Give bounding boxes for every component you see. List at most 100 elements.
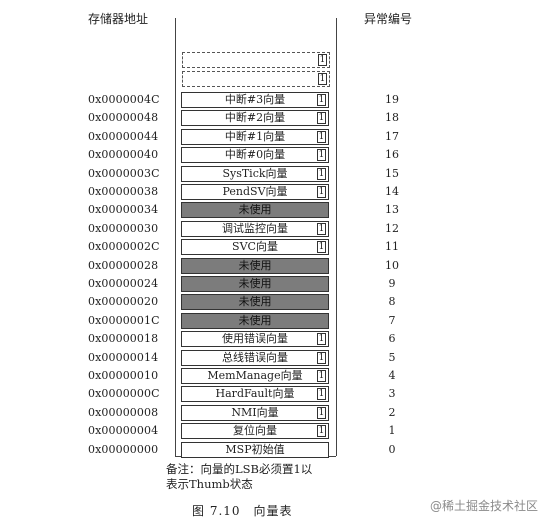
exception-number: 2 [388,405,396,419]
memory-address: 0x0000004C [88,93,160,106]
note-line-2: 表示Thumb状态 [166,477,253,491]
vector-label: NMI向量 [231,405,279,419]
watermark: @稀土掘金技术社区 [430,499,539,513]
lsb-bit-box: 1 [317,186,326,198]
exception-number: 16 [385,148,399,162]
lsb-bit-box: 1 [317,425,326,438]
vector-cell: NMI向量 1 [181,404,329,421]
vector-label: 未使用 [238,203,272,217]
vector-label: 中断#0向量 [224,148,286,162]
vector-label: 调试监控向量 [222,221,288,235]
vector-label: 总线错误向量 [222,350,288,364]
vector-row: 0x00000044 中断#1向量 1 17 [0,128,560,146]
memory-address: 0x00000008 [88,405,159,419]
vector-label: MemManage向量 [207,369,303,382]
unused-vector-cell: 未使用 [181,202,329,219]
vector-cell: 中断#0向量 1 [181,147,329,164]
exception-number: 4 [388,369,396,382]
memory-address: 0x00000048 [88,111,159,125]
vector-label: 使用错误向量 [222,332,288,346]
exception-number: 19 [385,93,399,106]
lsb-bit-box: 1 [317,333,326,346]
vector-label: PendSV向量 [222,185,288,198]
exception-number: 12 [385,221,399,235]
memory-address: 0x0000000C [88,387,160,401]
vector-cell: 使用错误向量 1 [181,331,329,348]
unused-vector-cell: 未使用 [181,257,329,274]
vector-label: 中断#1向量 [224,129,286,143]
lsb-bit-box: 1 [317,406,326,419]
vector-row: 0x00000020 未使用 8 [0,293,560,311]
vector-table-frame [175,18,337,456]
vector-row: 0x0000000C HardFault向量 1 3 [0,385,560,403]
exception-number: 17 [385,129,399,143]
figure-caption: 图 7.10 向量表 [192,504,293,518]
vector-row: 0x00000018 使用错误向量 1 6 [0,330,560,348]
unused-vector-cell: 未使用 [181,276,329,292]
exception-number: 7 [388,313,396,327]
lsb-bit-box: 1 [317,241,326,254]
exception-number: 3 [388,387,396,401]
memory-address: 0x00000018 [88,332,159,346]
vector-label: 未使用 [238,313,272,327]
vector-label: 中断#3向量 [224,93,286,106]
exception-number: 10 [385,258,399,272]
exception-number: 13 [385,203,399,217]
note: 备注：向量的LSB必须置1以 表示Thumb状态 [166,462,366,492]
address-column-header: 存储器地址 [88,12,149,26]
vector-cell: 复位向量 1 [181,423,329,440]
vector-cell: 中断#1向量 1 [181,128,329,145]
vector-label: SysTick向量 [222,166,288,180]
lsb-bit-box: 1 [317,388,326,401]
vector-cell: SysTick向量 1 [181,165,329,182]
memory-address: 0x00000020 [88,295,159,309]
vector-row: 0x0000001C 未使用 7 [0,312,560,330]
exception-number: 9 [388,277,396,290]
lsb-bit-box: 1 [317,222,326,235]
memory-address: 0x00000014 [88,350,159,364]
exception-number: 8 [388,295,396,309]
exception-number: 15 [385,166,399,180]
exception-number: 11 [385,240,399,254]
memory-address: 0x00000044 [88,129,159,143]
unused-vector-cell: 未使用 [181,294,329,311]
memory-address: 0x00000030 [88,221,159,235]
vector-cell: PendSV向量 1 [181,184,329,200]
vector-row: 0x00000028 未使用 10 [0,257,560,275]
continued-entry-dashed: 1 [182,71,330,87]
memory-address: 0x00000004 [88,424,159,438]
exception-number: 6 [388,332,396,346]
memory-address: 0x0000001C [88,313,160,327]
memory-address: 0x00000024 [88,277,159,290]
vector-row: 0x00000030 调试监控向量 1 12 [0,220,560,238]
note-line-1: 备注：向量的LSB必须置1以 [166,462,313,476]
reserved-bit-box: 1 [318,73,327,85]
exception-number: 18 [385,111,399,125]
vector-label: HardFault向量 [215,387,295,401]
reserved-bit-box: 1 [318,54,327,66]
memory-address: 0x00000028 [88,258,159,272]
vector-label: 未使用 [238,258,272,272]
lsb-bit-box: 1 [317,149,326,162]
vector-row: 0x00000038 PendSV向量 1 14 [0,183,560,201]
memory-address: 0x00000000 [88,442,159,456]
memory-address: 0x00000038 [88,185,159,198]
exception-number: 1 [388,424,396,438]
unused-vector-cell: 未使用 [181,312,329,329]
vector-cell: 调试监控向量 1 [181,220,329,237]
vector-label: 复位向量 [233,424,277,438]
exception-number: 5 [388,350,396,364]
exception-number: 14 [385,185,399,198]
vector-label: 中断#2向量 [224,111,286,125]
lsb-bit-box: 1 [317,167,326,180]
lsb-bit-box: 1 [317,130,326,143]
lsb-bit-box: 1 [317,112,326,125]
vector-cell: HardFault向量 1 [181,386,329,403]
